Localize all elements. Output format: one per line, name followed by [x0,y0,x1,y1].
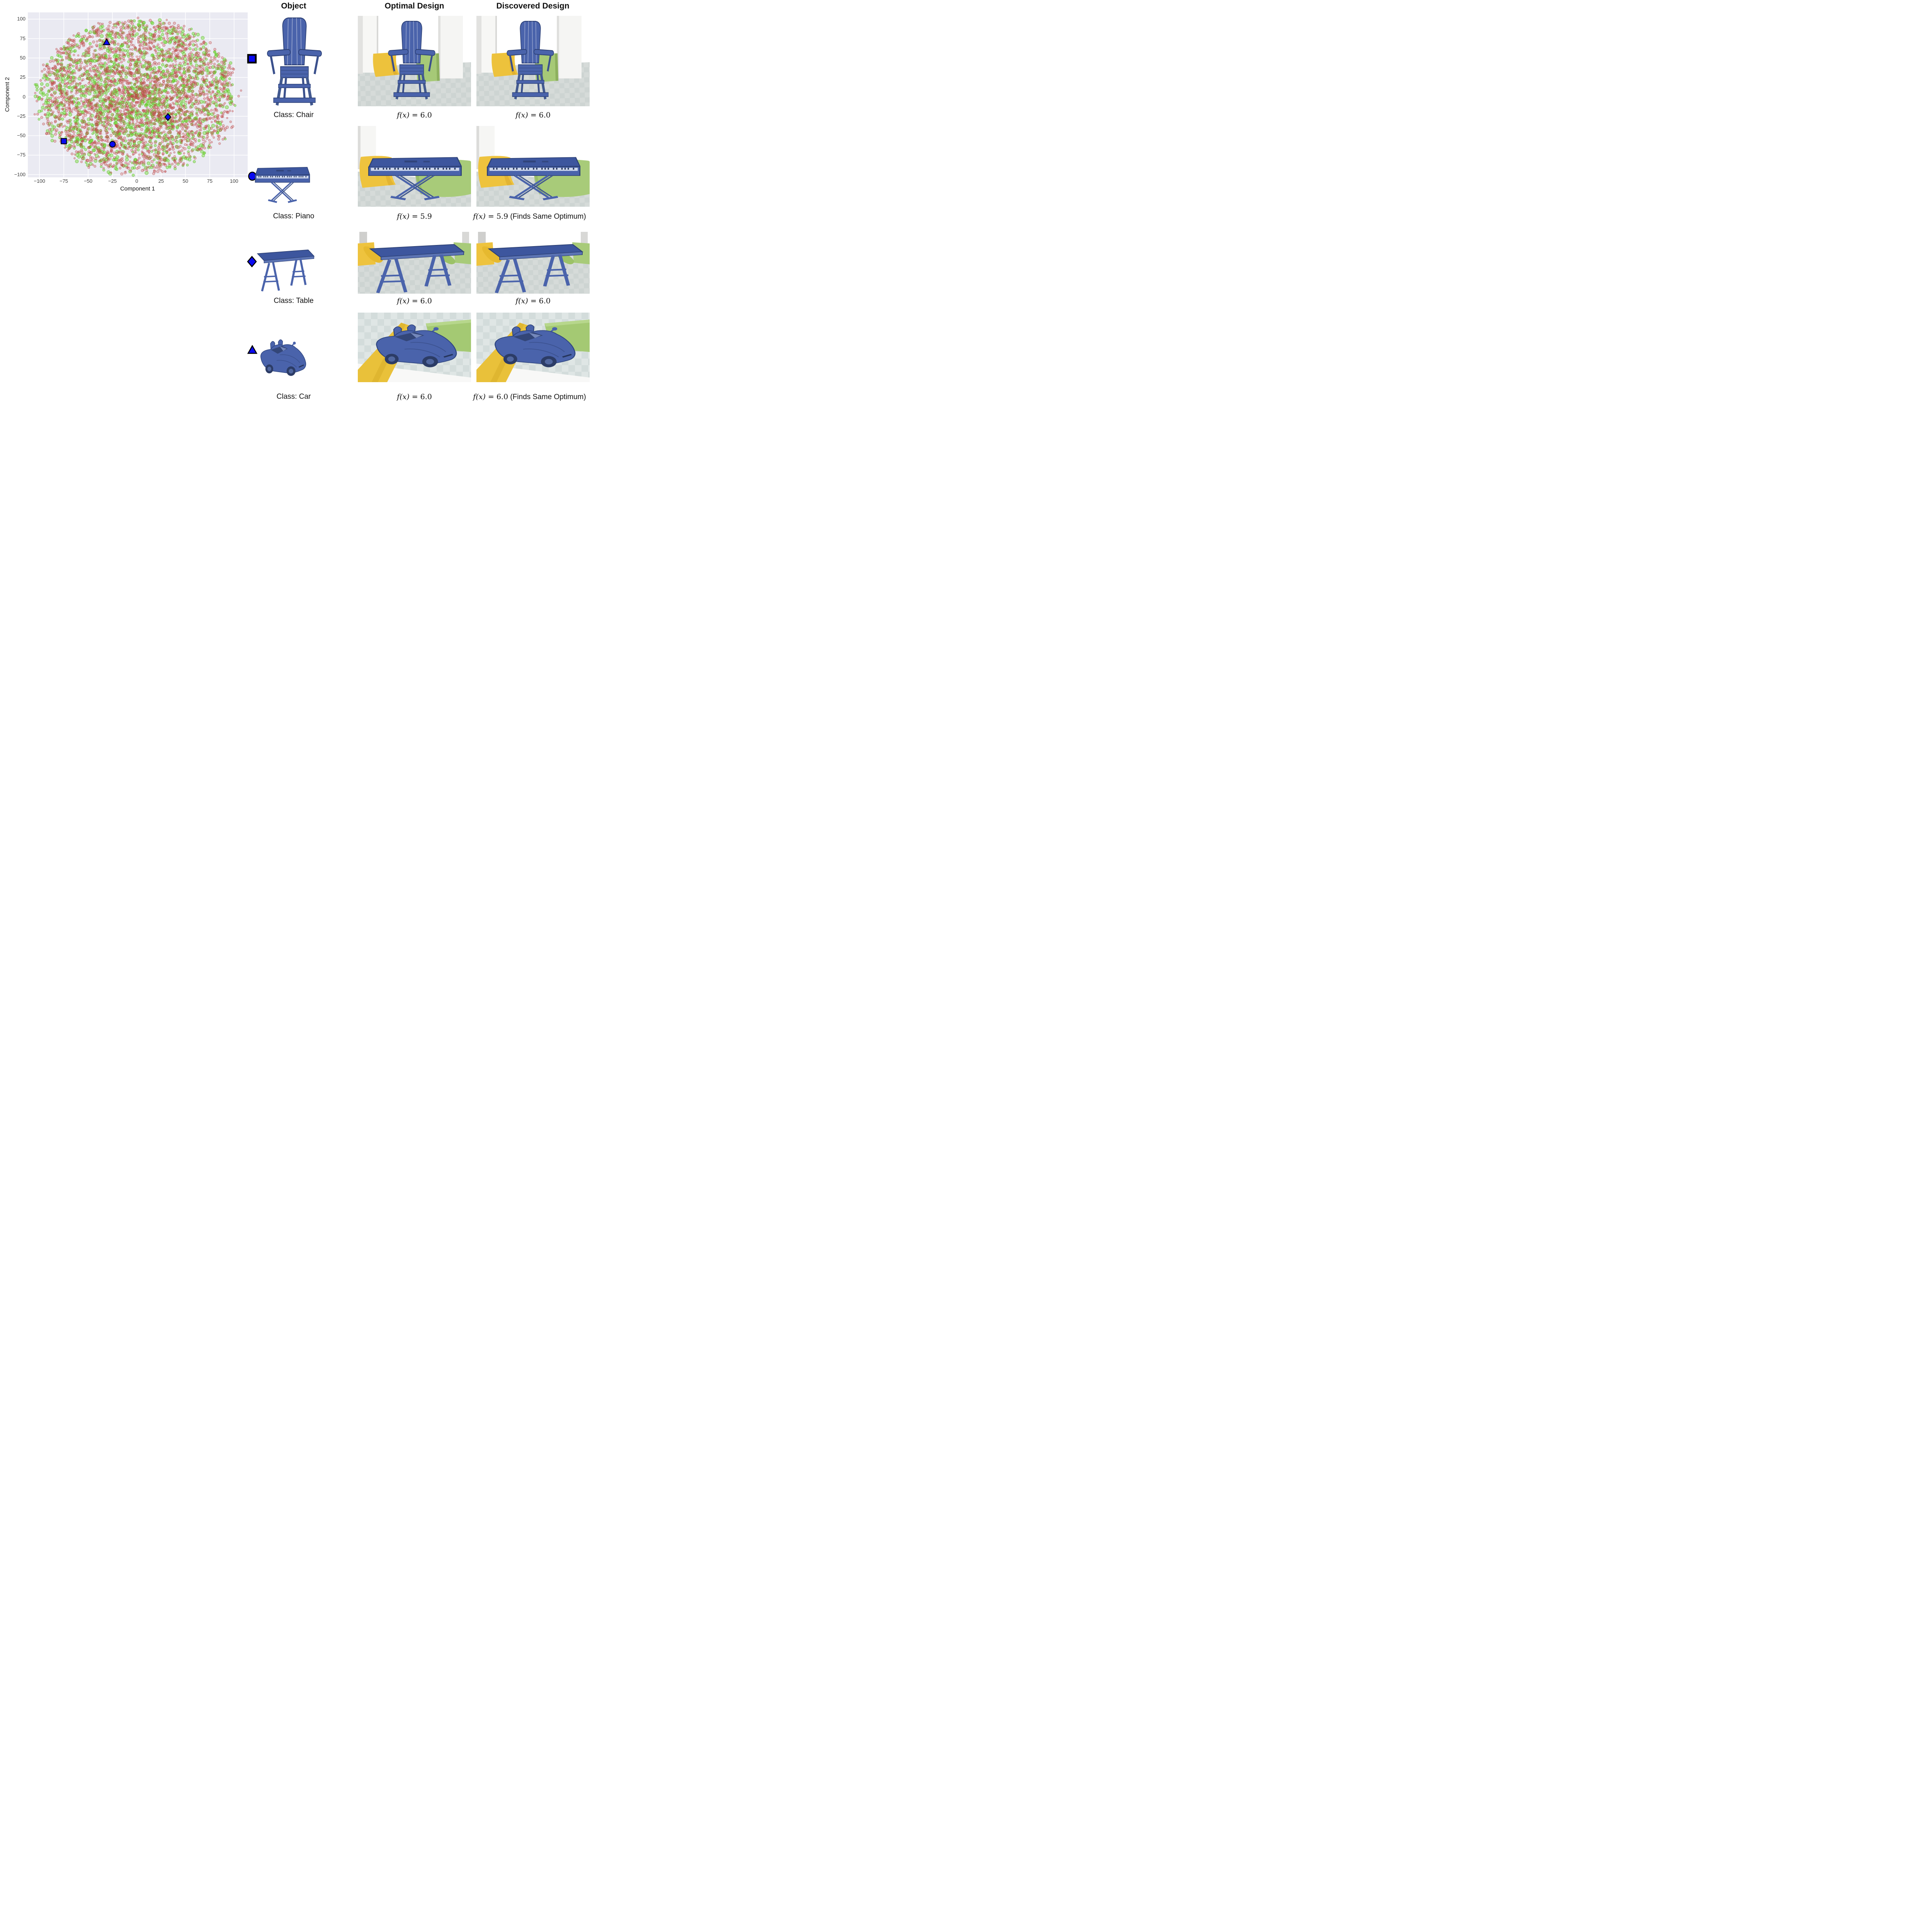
car-optimal-design-image [358,313,471,382]
car-class-label: Class: Car [276,393,311,401]
object-column-header: Object [281,2,306,10]
y-tick-label: −100 [14,171,26,177]
x-tick-label: 50 [182,178,189,184]
chair-object-image [260,17,329,109]
chair-row-square-icon [247,54,257,66]
y-tick-label: −25 [17,113,26,119]
chair-optimal-fx-label: f(x) = 6.0 [397,111,432,119]
piano-class-label: Class: Piano [273,212,315,220]
y-tick-label: 50 [20,55,26,61]
table-optimal-fx-label: f(x) = 6.0 [397,297,432,305]
page: { "scatter": { "xlabel": "Component 1", … [0,0,594,404]
optimal-design-column-header: Optimal Design [384,2,444,10]
table-discovered-design-image [476,232,590,294]
chair-optimal-design-image [358,16,471,106]
y-tick-label: 100 [17,16,26,22]
car-discovered-design-image [476,313,590,382]
y-axis-label: Component 2 [4,77,11,112]
car-row-triangle-icon [247,345,258,356]
piano-discovered-design-image [476,126,590,207]
x-tick-label: 75 [207,178,213,184]
piano-optimal-design-image [358,126,471,207]
chair-discovered-design-image [476,16,590,106]
table-optimal-design-image [358,232,471,294]
table-row-diamond-icon [247,255,257,269]
x-tick-label: 0 [135,178,138,184]
car-optimal-fx-label: f(x) = 6.0 [397,393,432,401]
y-tick-label: −75 [17,152,26,158]
x-tick-label: −50 [84,178,93,184]
chair-class-label: Class: Chair [274,111,314,119]
piano-object-image [252,153,313,205]
x-tick-label: −75 [60,178,68,184]
car-object-image [260,339,306,377]
scatter-plot [28,12,248,177]
x-tick-label: −25 [108,178,117,184]
x-tick-label: −100 [34,178,45,184]
y-tick-label: 0 [22,94,26,100]
piano-optimal-fx-label: f(x) = 5.9 [397,212,432,221]
x-tick-label: 25 [158,178,164,184]
piano-discovered-fx-label: f(x) = 5.9 (Finds Same Optimum) [473,212,586,221]
discovered-design-column-header: Discovered Design [496,2,570,10]
table-class-label: Class: Table [274,297,314,305]
y-tick-label: 75 [20,35,26,41]
scatter-points-canvas [28,12,248,177]
y-tick-label: 25 [20,74,26,80]
x-tick-label: 100 [230,178,238,184]
fx-expr: f(x) [397,111,410,119]
table-discovered-fx-label: f(x) = 6.0 [515,297,551,305]
car-discovered-fx-label: f(x) = 6.0 (Finds Same Optimum) [473,393,586,401]
chair-discovered-fx-label: f(x) = 6.0 [515,111,551,119]
x-axis-label: Component 1 [120,185,155,192]
table-object-image [252,241,317,304]
y-tick-label: −50 [17,133,26,139]
